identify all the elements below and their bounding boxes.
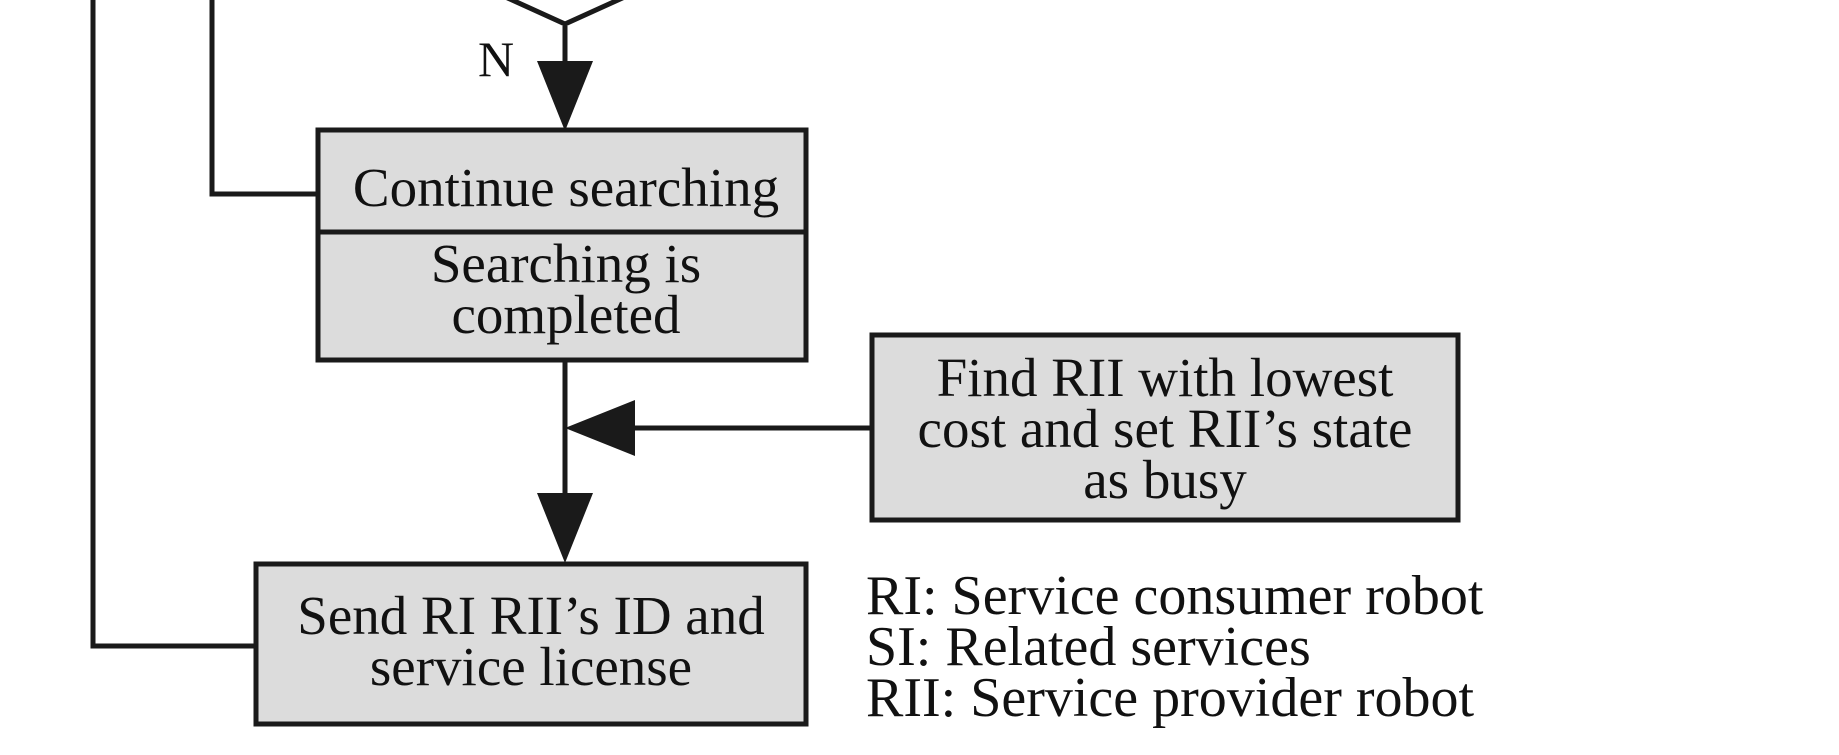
searching-completed-line-2: completed (451, 284, 680, 345)
legend-item-rii: RII: Service provider robot (866, 667, 1474, 729)
send-ri-line-2: service license (370, 636, 692, 697)
loop-line-continue (209, 0, 318, 197)
legend: RI: Service consumer robot SI: Related s… (866, 565, 1484, 729)
legend-item-ri: RI: Service consumer robot (866, 565, 1484, 627)
find-rii-line-3: as busy (1083, 449, 1247, 510)
find-rii-line-1: Find RII with lowest (937, 347, 1394, 408)
find-rii-box (869, 332, 1461, 523)
decision-diamond (506, 0, 624, 27)
loop-line-send (90, 0, 256, 649)
legend-item-si: SI: Related services (866, 616, 1311, 678)
searching-completed-line-1: Searching is (431, 233, 701, 294)
send-ri-line-1: Send RI RII’s ID and (297, 585, 764, 646)
continue-searching-box (315, 127, 809, 363)
decision-no-label: N (478, 31, 514, 87)
find-rii-line-2: cost and set RII’s state (918, 398, 1413, 459)
continue-searching-text: Continue searching (353, 157, 779, 218)
send-ri-box (253, 561, 809, 727)
